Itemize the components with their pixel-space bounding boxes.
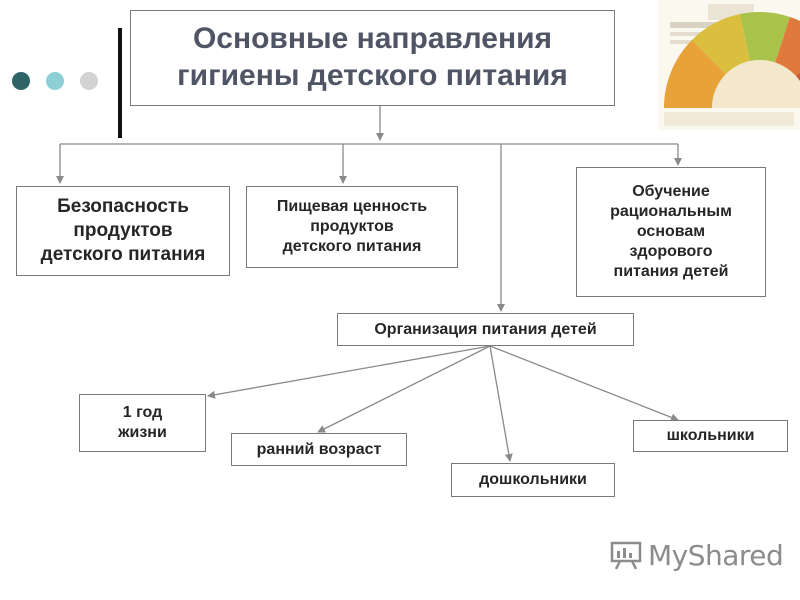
connector-to-infant	[207, 345, 491, 399]
myshared-watermark: MyShared	[610, 538, 784, 572]
watermark-text: MyShared	[648, 538, 784, 572]
decorative-dot-dark	[12, 72, 30, 90]
decorative-dot-gray	[80, 72, 98, 90]
connector-to-early	[317, 345, 491, 433]
connector-to-preschool	[489, 345, 513, 462]
box-schoolchildren: школьники	[633, 420, 788, 452]
box-nutritional-value: Пищевая ценность продуктов детского пита…	[246, 186, 458, 268]
box-food-safety: Безопасность продуктов детского питания	[16, 186, 230, 276]
box-first-year: 1 год жизни	[79, 394, 206, 452]
box-preschoolers: дошкольники	[451, 463, 615, 497]
diagram-title: Основные направления гигиены детского пи…	[130, 10, 615, 106]
connector-to-school	[489, 345, 679, 422]
decorative-vertical-bar	[118, 28, 122, 138]
presentation-board-icon	[610, 541, 642, 570]
food-guide-poster-image	[658, 0, 800, 130]
decorative-dot-teal	[46, 72, 64, 90]
box-nutrition-education: Обучение рациональным основам здорового …	[576, 167, 766, 297]
box-early-age: ранний возраст	[231, 433, 407, 466]
box-feeding-organization: Организация питания детей	[337, 313, 634, 346]
